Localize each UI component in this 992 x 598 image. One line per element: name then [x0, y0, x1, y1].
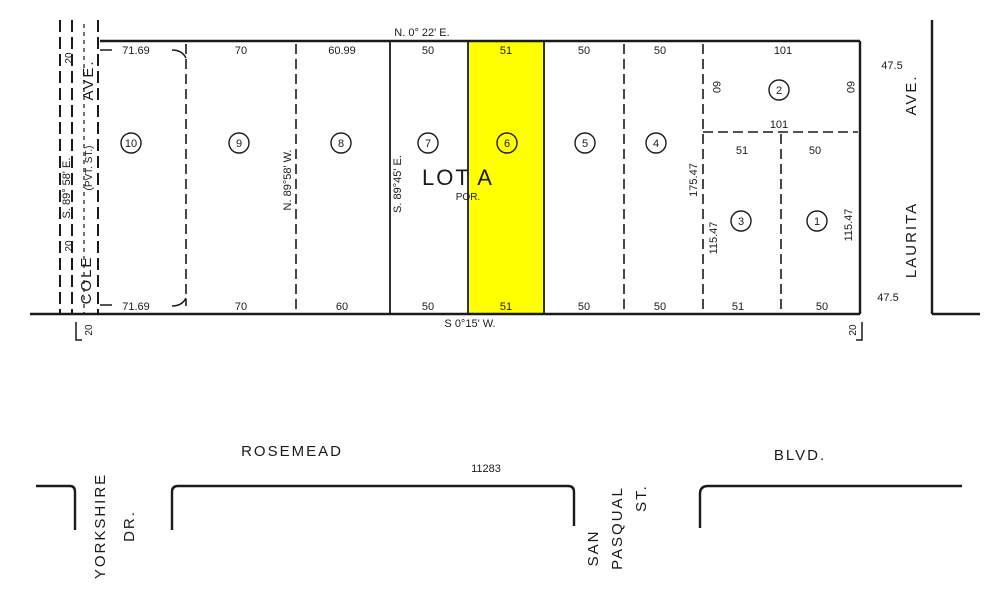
west-bearing: S. 89° 58' E.: [61, 158, 73, 219]
san-label: SAN: [585, 530, 602, 567]
lot-dividers-solid: [389, 41, 545, 314]
top-dim-6: 51: [500, 45, 512, 57]
block-number: 11283: [471, 463, 501, 475]
lot-6-highlight[interactable]: [468, 41, 544, 314]
bottom-dim-3: 51: [732, 301, 744, 313]
bottom-dim-10: 71.69: [122, 301, 150, 313]
lot-a-por-label: POR.: [456, 192, 480, 203]
top-dim-2-1: 101: [774, 45, 792, 57]
bottom-dim-1: 50: [816, 301, 828, 313]
pasqual-label: PASQUAL: [609, 486, 626, 570]
cole-ave-label: AVE.: [80, 59, 97, 100]
yorkshire-dr-label: DR.: [121, 510, 138, 542]
yorkshire-label: YORKSHIRE: [92, 473, 109, 579]
laurita-label: LAURITA: [903, 202, 920, 278]
lot-number-8[interactable]: 8: [338, 138, 344, 150]
lot-circles: [120, 79, 828, 232]
edge-mark-left-mid: 20: [64, 240, 75, 252]
lot-a-label: LOT A: [422, 165, 494, 190]
street-lines: [36, 20, 980, 530]
lot3-top-dim: 51: [736, 145, 748, 157]
lot-number-7[interactable]: 7: [425, 138, 431, 150]
lot9-8-bearing: N. 89°58' W.: [282, 150, 294, 211]
block-outline: [30, 39, 862, 316]
depth-175-dim: 175.47: [688, 163, 700, 197]
edge-mark-right-bottom: 20: [848, 324, 859, 336]
lot8-7-bearing: S. 89°45' E.: [392, 155, 404, 213]
bottom-dim-7: 50: [422, 301, 434, 313]
top-dim-8: 60.99: [328, 45, 356, 57]
lot-number-4[interactable]: 4: [653, 138, 659, 150]
bottom-dim-8: 60: [336, 301, 348, 313]
corner-ticks: [75, 49, 863, 341]
lot-number-6[interactable]: 6: [504, 138, 510, 150]
lot1-top-dim: 50: [809, 145, 821, 157]
edge-mark-left-top: 20: [64, 52, 75, 64]
bottom-dim-4: 50: [654, 301, 666, 313]
lot-dividers-dashed: [185, 44, 858, 312]
edge-mark-left-bottom: 20: [84, 324, 95, 336]
rosemead-label: ROSEMEAD: [241, 443, 343, 460]
cole-ave-lines: [59, 20, 99, 314]
lot-number-1[interactable]: 1: [814, 216, 820, 228]
mid-dim-101: 101: [770, 119, 788, 131]
bottom-bearing: S 0°15' W.: [444, 318, 495, 330]
lot-number-9[interactable]: 9: [236, 138, 242, 150]
cole-pvt-st: (PVT. ST.): [84, 145, 95, 190]
top-dim-10: 71.69: [122, 45, 150, 57]
lot2-right-dim: 60: [844, 81, 856, 93]
right-dim-bottom: 47.5: [877, 292, 898, 304]
blvd-label: BLVD.: [774, 447, 826, 464]
top-bearing: N. 0° 22' E.: [394, 27, 449, 39]
lot3-depth-dim: 115.47: [708, 222, 720, 255]
cole-label: COLE: [78, 256, 95, 305]
lot-number-3[interactable]: 3: [738, 216, 744, 228]
bottom-dim-6: 51: [500, 301, 512, 313]
top-dim-4: 50: [654, 45, 666, 57]
bottom-dim-5: 50: [578, 301, 590, 313]
lot-number-5[interactable]: 5: [582, 138, 588, 150]
lot2-left-dim: 60: [710, 81, 722, 93]
st-label: ST.: [633, 484, 650, 512]
top-dim-9: 70: [235, 45, 247, 57]
top-dim-5: 50: [578, 45, 590, 57]
laurita-ave-label: AVE.: [903, 74, 920, 115]
lot-number-10[interactable]: 10: [125, 138, 137, 150]
bottom-dim-9: 70: [235, 301, 247, 313]
lot-number-2[interactable]: 2: [776, 85, 782, 97]
right-dim-top: 47.5: [881, 60, 902, 72]
top-dim-7: 50: [422, 45, 434, 57]
lot1-depth-dim: 115.47: [843, 209, 855, 242]
